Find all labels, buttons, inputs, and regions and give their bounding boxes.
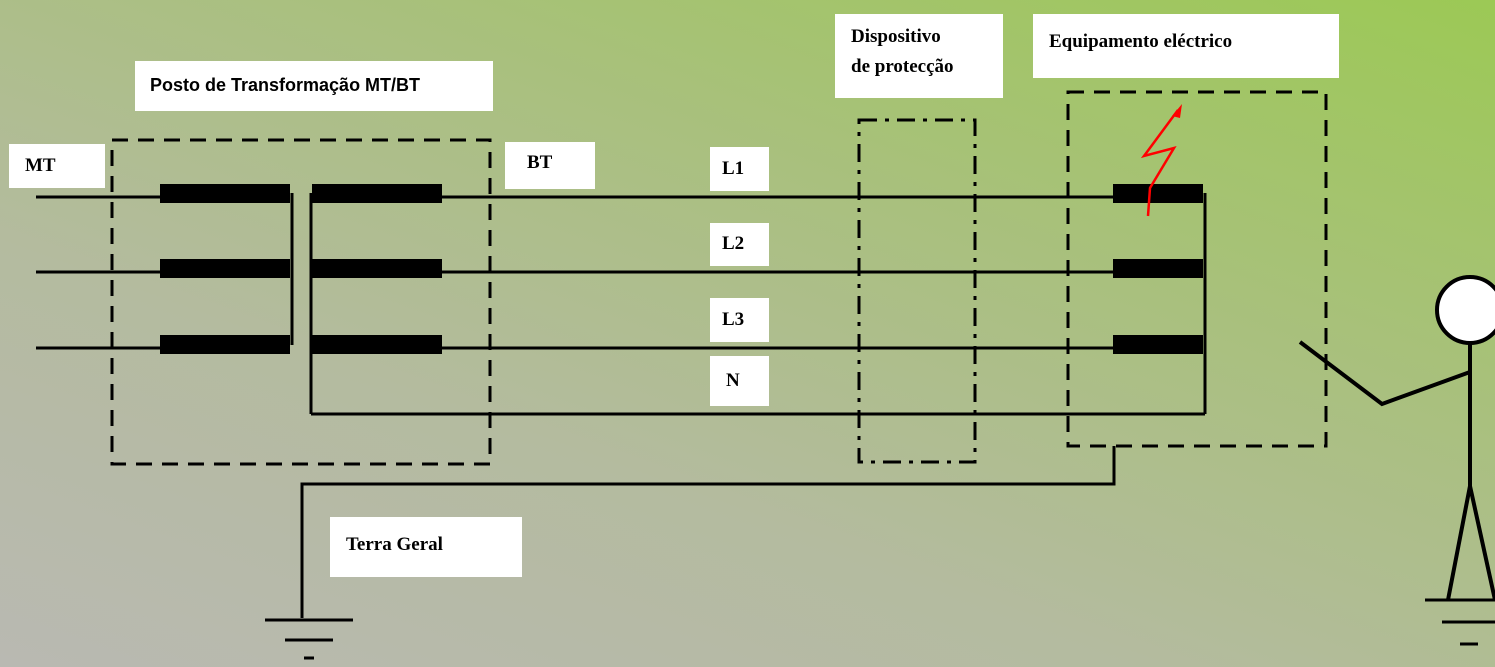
mt-label: MT <box>9 144 105 188</box>
equipment-label: Equipamento eléctrico <box>1033 14 1339 78</box>
transformer-station-label: Posto de Transformação MT/BT <box>135 61 493 111</box>
bt-label: BT <box>505 142 595 189</box>
bt-lines <box>311 195 1205 416</box>
protection-device-box <box>857 118 977 464</box>
protection-device-label-line2: de protecção <box>851 56 954 77</box>
person-figure <box>1298 275 1495 601</box>
secondary-windings <box>312 184 442 354</box>
protection-device-label-line1: Dispositivo <box>851 26 941 47</box>
mt-lines <box>36 195 162 350</box>
fault-arrow-icon <box>1172 104 1182 118</box>
equipment-box <box>1066 90 1328 448</box>
equipment-windings <box>1113 184 1203 354</box>
l1-label: L1 <box>710 147 769 191</box>
earth-conductor <box>300 446 1116 618</box>
general-earth-label: Terra Geral <box>330 517 522 577</box>
ground-icon <box>265 618 353 660</box>
l2-label: L2 <box>710 223 769 266</box>
n-label: N <box>710 356 769 406</box>
fault-icon <box>1140 109 1180 217</box>
protection-device-label: Dispositivo de protecção <box>835 14 1003 98</box>
transformer-station-box <box>110 138 492 466</box>
primary-windings <box>160 184 290 354</box>
l3-label: L3 <box>710 298 769 342</box>
person-ground-icon <box>1425 598 1495 646</box>
